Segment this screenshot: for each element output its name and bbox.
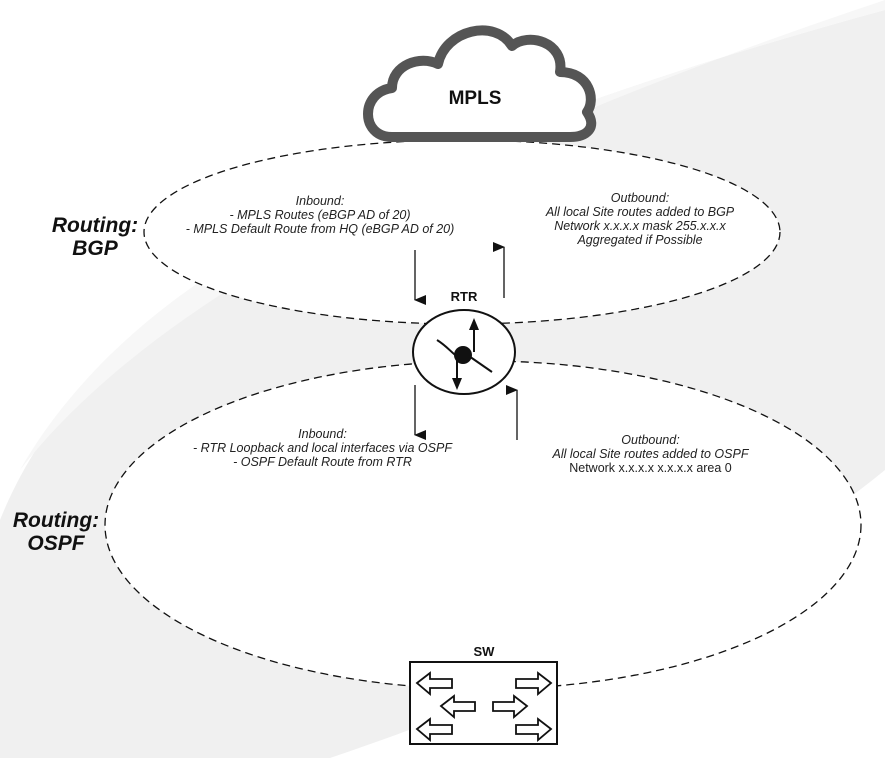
bgp-inbound-line: - MPLS Routes (eBGP AD of 20)	[229, 208, 411, 222]
router-icon[interactable]	[412, 309, 516, 395]
cloud-label: MPLS	[448, 88, 502, 109]
bgp-outbound-title: Outbound:	[610, 191, 670, 205]
bgp-zone-label-line1: Routing:	[51, 214, 139, 237]
bgp-zone-label-line2: BGP	[72, 237, 118, 260]
ospf-inbound-line: - RTR Loopback and local interfaces via …	[193, 441, 452, 455]
switch-icon[interactable]	[409, 661, 558, 745]
ospf-inbound-text: Inbound: - RTR Loopback and local interf…	[160, 427, 485, 469]
router-label: RTR	[450, 289, 478, 304]
ospf-zone-ellipse	[104, 360, 862, 690]
bgp-outbound-text: Outbound: All local Site routes added to…	[520, 191, 760, 247]
ospf-zone-label-line2: OSPF	[27, 532, 85, 555]
ospf-outbound-text: Outbound: All local Site routes added to…	[528, 433, 773, 475]
ospf-inbound-line: - OSPF Default Route from RTR	[233, 455, 412, 469]
cloud-icon	[363, 25, 597, 142]
background-swoosh-lower	[420, 520, 885, 758]
bgp-outbound-line: All local Site routes added to BGP	[545, 205, 735, 219]
ospf-outbound-title: Outbound:	[621, 433, 680, 447]
ospf-outbound-line: Network x.x.x.x x.x.x.x area 0	[569, 461, 732, 475]
ospf-zone-label-line1: Routing:	[12, 509, 100, 532]
ospf-zone-label: Routing: OSPF	[2, 509, 110, 555]
switch-label: SW	[473, 644, 495, 659]
ospf-inbound-title: Inbound:	[298, 427, 347, 441]
bgp-outbound-line: Network x.x.x.x mask 255.x.x.x	[554, 219, 726, 233]
bgp-zone-label: Routing: BGP	[45, 214, 145, 260]
bgp-inbound-title: Inbound:	[295, 194, 345, 208]
ospf-outbound-line: All local Site routes added to OSPF	[552, 447, 749, 461]
bgp-outbound-line: Aggregated if Possible	[577, 233, 703, 247]
bgp-inbound-line: - MPLS Default Route from HQ (eBGP AD of…	[185, 222, 455, 236]
bgp-inbound-text: Inbound: - MPLS Routes (eBGP AD of 20) -…	[150, 194, 490, 236]
